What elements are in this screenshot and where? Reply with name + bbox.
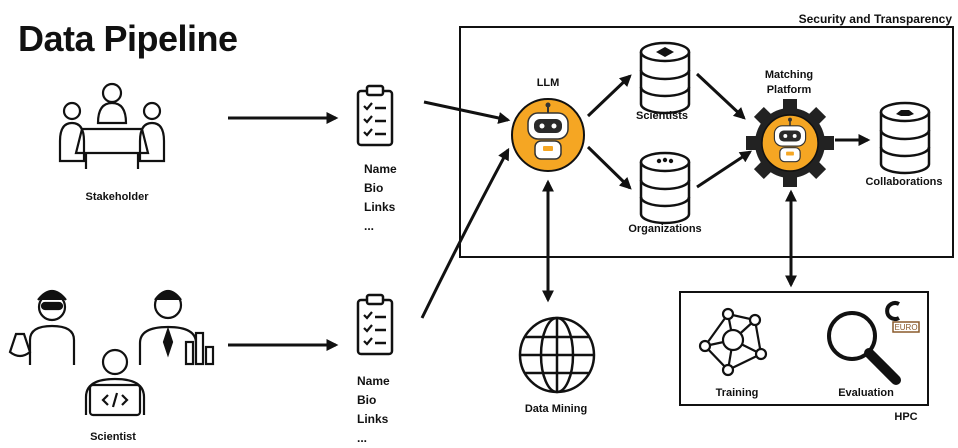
field-bio: Bio xyxy=(364,181,384,195)
profile-clipboard-top-icon xyxy=(356,84,394,147)
organizations-label: Organizations xyxy=(628,223,702,235)
crowd-icon xyxy=(656,157,674,164)
field-name: Name xyxy=(364,162,397,176)
llm-robot-icon xyxy=(511,98,585,172)
organizations-db-icon xyxy=(639,151,691,225)
llm-label: LLM xyxy=(536,77,560,89)
training-label: Training xyxy=(715,387,759,399)
collaborations-label: Collaborations xyxy=(865,176,943,188)
arrow-profile-top-to-llm xyxy=(423,100,511,124)
field-name: Name xyxy=(357,374,390,388)
graduation-cap-icon xyxy=(656,47,674,57)
field-links: Links xyxy=(357,412,389,426)
neural-network-icon xyxy=(698,307,768,377)
security-frame xyxy=(459,26,954,258)
arrow-organizations-to-matching xyxy=(696,150,753,189)
arrow-llm-to-scientists xyxy=(586,74,632,118)
hpc-label: HPC xyxy=(894,411,918,423)
euro-logo-text: EURO xyxy=(894,323,917,332)
field-more: ... xyxy=(364,219,375,233)
magnifier-icon xyxy=(827,311,901,385)
field-bio: Bio xyxy=(357,393,377,407)
hpc-frame xyxy=(679,291,929,406)
page-title: Data Pipeline xyxy=(18,18,238,59)
matching-platform-label: Matching Platform xyxy=(764,69,814,96)
stakeholder-icon xyxy=(58,82,166,169)
arrow-scientists-to-matching xyxy=(695,72,746,120)
profile-fields-top: Name Bio Links ... xyxy=(364,160,397,236)
stakeholder-label: Stakeholder xyxy=(85,191,149,203)
profile-fields-bottom: Name Bio Links ... xyxy=(357,372,390,448)
data-mining-label: Data Mining xyxy=(524,403,588,415)
field-more: ... xyxy=(357,431,368,445)
scientists-label: Scientists xyxy=(636,110,688,122)
arrow-llm-to-organizations xyxy=(586,145,632,190)
matching-platform-gear-icon xyxy=(746,99,834,187)
evaluation-label: Evaluation xyxy=(838,387,894,399)
handshake-icon xyxy=(896,110,914,116)
field-links: Links xyxy=(364,200,396,214)
profile-clipboard-bottom-icon xyxy=(356,293,394,356)
scientist-label: Scientist xyxy=(90,431,136,443)
arrow-profile-bottom-to-llm xyxy=(420,147,510,319)
security-label: Security and Transparency xyxy=(798,12,952,26)
euro-hpc-logo: EURO xyxy=(885,301,920,333)
globe-icon xyxy=(518,316,596,394)
scientist-icon xyxy=(8,289,215,417)
